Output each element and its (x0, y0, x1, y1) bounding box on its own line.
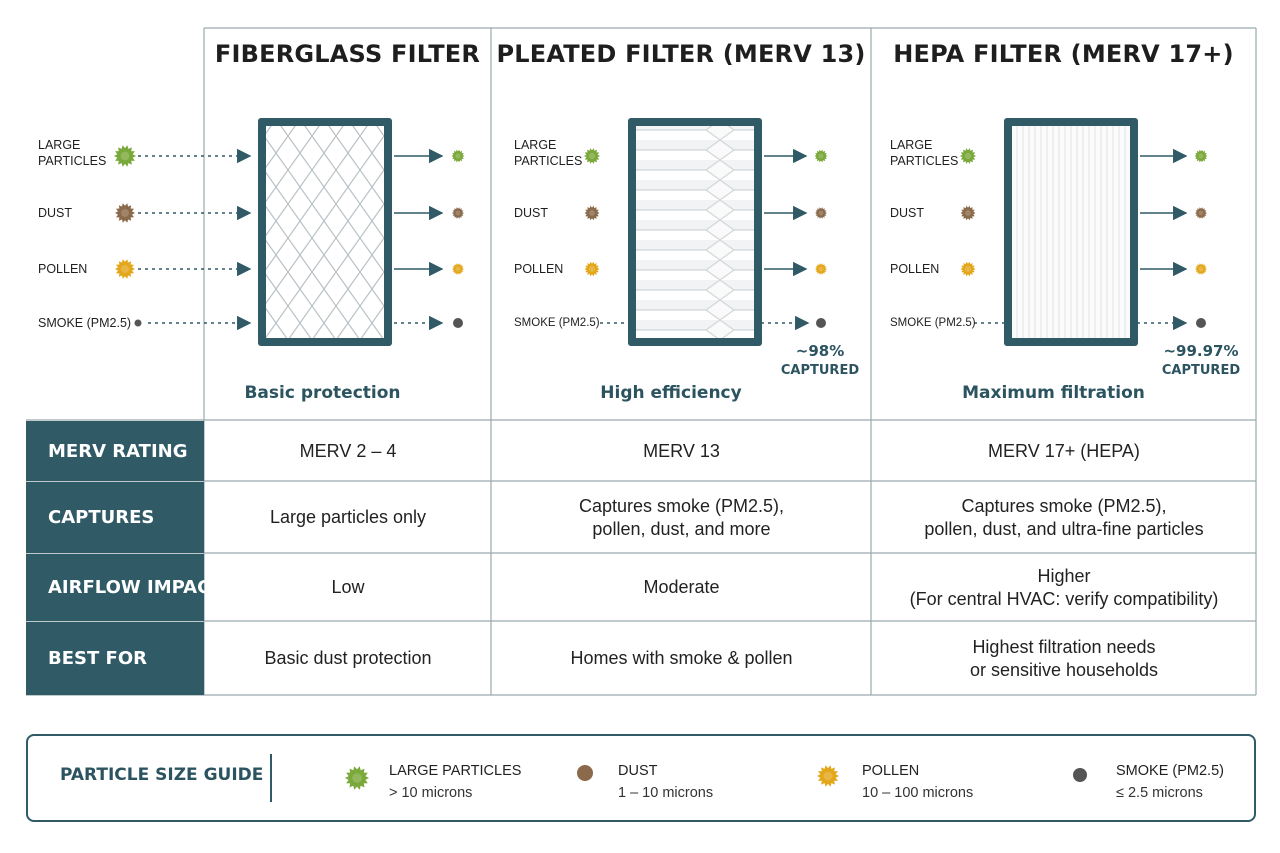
table-cell: Large particles only (269, 507, 427, 527)
table-cell: Moderate (643, 577, 720, 597)
guide-large-name: LARGE PARTICLES (389, 763, 522, 779)
label-pollen: POLLEN (38, 262, 88, 276)
guide-divider (270, 754, 272, 802)
particle-icons (114, 145, 1208, 790)
fiberglass-flow-arrows (138, 148, 444, 331)
smoke-particle-icon (1196, 318, 1206, 328)
row-header-best-for: BEST FOR (26, 622, 204, 695)
table-cell: MERV 2 – 4 (299, 440, 397, 461)
pleated-flow-arrows (600, 148, 810, 331)
guide-smoke-size: ≤ 2.5 microns (1116, 785, 1203, 801)
large-particle-icon (1194, 149, 1208, 163)
label-pollen: POLLEN (890, 262, 940, 276)
large-particle-icon (960, 148, 976, 164)
pollen-particle-icon (1195, 263, 1207, 275)
large-particle-icon (814, 149, 828, 163)
pollen-particle-icon (584, 261, 600, 277)
label-pollen: POLLEN (514, 262, 564, 276)
table-cell: Basic dust protection (264, 648, 432, 668)
hepa-filter-title: HEPA FILTER (MERV 17+) (893, 40, 1234, 68)
hepa-captured-percent: ~99.97% (1163, 342, 1239, 360)
table-cell: Low (331, 577, 365, 597)
guide-large-size: > 10 microns (389, 785, 473, 801)
hepa-captured-text: CAPTURED (1161, 363, 1241, 378)
hepa-flow-arrows (974, 148, 1188, 331)
hepa-filter-graphic (1004, 118, 1138, 346)
pleated-filter-title: PLEATED FILTER (MERV 13) (496, 40, 866, 68)
smoke-particle-icon (816, 318, 826, 328)
hepa-captured-label: ~99.97% CAPTURED (1146, 342, 1256, 380)
large-particle-icon (451, 149, 465, 163)
guide-title: PARTICLE SIZE GUIDE (60, 765, 264, 785)
pleated-captured-text: CAPTURED (780, 363, 860, 378)
pleated-caption: High efficiency (600, 383, 742, 403)
guide-dust-name: DUST (618, 763, 658, 779)
large-particle-icon (345, 766, 369, 790)
dust-particle-icon (584, 205, 600, 221)
label-smoke: SMOKE (PM2.5) (38, 316, 132, 330)
label-smoke: SMOKE (PM2.5) (890, 317, 976, 329)
smoke-particle-icon (1073, 768, 1087, 782)
grid-lines (26, 27, 1257, 696)
dust-particle-icon (115, 203, 135, 223)
fiberglass-caption: Basic protection (244, 383, 401, 403)
label-smoke: SMOKE (PM2.5) (514, 317, 600, 329)
large-particle-icon (114, 145, 136, 167)
pleated-captured-percent: ~98% (795, 342, 845, 360)
guide-dust-size: 1 – 10 microns (618, 785, 714, 801)
dust-particle-icon (960, 205, 976, 221)
fiberglass-filter-graphic (258, 118, 392, 346)
label-dust: DUST (890, 206, 925, 220)
dust-particle-icon (815, 207, 827, 219)
dust-particle-icon (452, 207, 464, 219)
smoke-particle-icon (134, 319, 142, 327)
particle-size-guide (26, 734, 1256, 822)
pleated-filter-graphic (628, 118, 762, 346)
dust-particle-icon (1195, 207, 1207, 219)
label-large-particles: LARGE PARTICLES (38, 138, 107, 168)
pollen-particle-icon (452, 263, 464, 275)
table-cell: Highest filtration needs or sensitive ho… (969, 636, 1159, 680)
large-particle-icon (584, 148, 600, 164)
guide-pollen-size: 10 – 100 microns (862, 785, 974, 801)
label-dust: DUST (38, 206, 73, 220)
label-large-particles: LARGE PARTICLES (514, 138, 583, 168)
hepa-caption: Maximum filtration (962, 383, 1145, 403)
pollen-particle-icon (960, 261, 976, 277)
table-cell: Captures smoke (PM2.5), pollen, dust, an… (578, 495, 785, 539)
row-header-captures: CAPTURES (26, 482, 204, 553)
table-cell: MERV 13 (643, 440, 720, 461)
pollen-particle-icon (817, 765, 839, 787)
pollen-particle-icon (815, 263, 827, 275)
table-cell: MERV 17+ (HEPA) (988, 440, 1140, 461)
label-large-particles: LARGE PARTICLES (890, 138, 959, 168)
table-cell: Higher (For central HVAC: verify compati… (909, 565, 1219, 609)
smoke-particle-icon (453, 318, 463, 328)
guide-pollen-name: POLLEN (862, 763, 920, 779)
table-cell: Captures smoke (PM2.5), pollen, dust, an… (924, 495, 1204, 539)
guide-smoke-name: SMOKE (PM2.5) (1116, 763, 1224, 779)
label-dust: DUST (514, 206, 549, 220)
dust-particle-icon (577, 765, 593, 781)
pollen-particle-icon (115, 259, 135, 279)
pleated-captured-label: ~98% CAPTURED (770, 342, 870, 380)
row-header-airflow-impact: AIRFLOW IMPACT (26, 554, 223, 621)
row-header-merv-rating: MERV RATING (26, 421, 204, 481)
fiberglass-filter-title: FIBERGLASS FILTER (214, 40, 481, 68)
table-cell: Homes with smoke & pollen (570, 648, 793, 668)
